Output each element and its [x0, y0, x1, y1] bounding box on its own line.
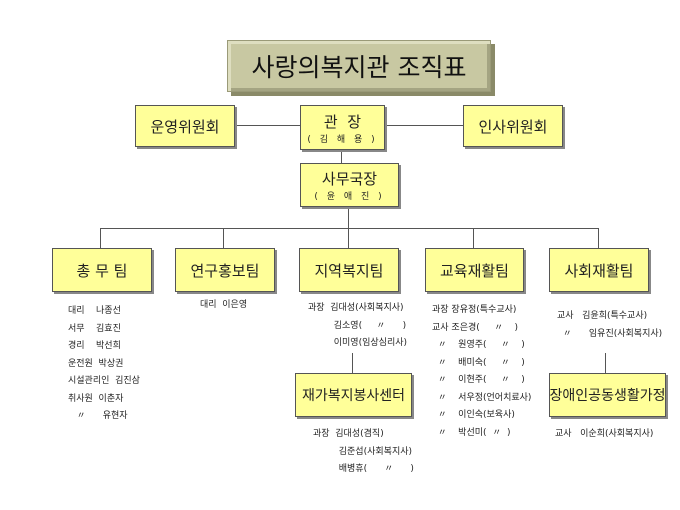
staff-item: 과장 장유정(특수교사)	[432, 305, 517, 315]
secretary-title: 사무국장	[321, 170, 378, 188]
staff-item: 교사 이순희(사회복지사)	[555, 429, 654, 439]
team-box-education-rehab: 교육재활팀	[425, 248, 524, 292]
personnel-committee-label: 인사위원회	[478, 117, 548, 136]
connector-line	[223, 228, 224, 248]
unit-label: 장애인공동생활가정	[549, 388, 666, 404]
staff-item: 〃 이현주( 〃 )	[432, 375, 525, 385]
team-label: 총 무 팀	[76, 261, 128, 280]
team-box-research-pr: 연구홍보팀	[175, 248, 275, 292]
staff-item: 대리 나종선	[68, 306, 121, 316]
personnel-committee-box: 인사위원회	[463, 105, 563, 147]
staff-list-home-care: 과장 김대성(겸직) 김준섭(사회복지사) 배병휴( 〃 )	[313, 426, 414, 479]
staff-item: 〃 배미숙( 〃 )	[432, 357, 525, 368]
operating-committee-box: 운영위원회	[135, 105, 235, 147]
staff-item: 시설관리인 김진삼	[68, 376, 140, 386]
staff-item: 이미영(임상심리사)	[308, 338, 408, 348]
staff-list-social: 교사 김윤희(특수교사) 〃 임유진(사회복지사)	[557, 308, 662, 343]
connector-line	[100, 228, 598, 229]
staff-item: 교사 조은경( 〃 )	[432, 322, 519, 333]
connector-line	[348, 205, 349, 228]
connector-line	[348, 228, 349, 248]
team-box-social-rehab: 사회재활팀	[549, 248, 649, 292]
secretary-name: ( 윤 애 진 )	[314, 192, 385, 202]
staff-item: 서무 김효진	[68, 323, 121, 334]
home-care-center-box: 재가복지봉사센터	[295, 373, 412, 417]
staff-list-community: 과장 김대성(사회복지사) 김소영( 〃 ) 이미영(임상심리사)	[308, 300, 407, 353]
team-box-general-affairs: 총 무 팀	[52, 248, 152, 292]
team-label: 지역복지팀	[314, 261, 384, 280]
chart-title: 사랑의복지관 조직표	[227, 40, 491, 92]
staff-item: 운전원 박상권	[68, 358, 124, 369]
staff-item: 〃 원영주( 〃 )	[432, 340, 525, 350]
staff-item: 대리 이은영	[200, 300, 248, 310]
team-box-community-welfare: 지역복지팀	[299, 248, 399, 292]
connector-line	[598, 228, 599, 248]
staff-item: 경리 박선희	[68, 341, 121, 351]
connector-line	[605, 353, 606, 373]
staff-item: 과장 김대성(겸직)	[313, 429, 384, 439]
team-label: 교육재활팀	[439, 261, 509, 280]
operating-committee-label: 운영위원회	[150, 117, 220, 136]
connector-line	[341, 148, 342, 163]
staff-item: 배병휴( 〃 )	[313, 464, 414, 474]
connector-line	[352, 353, 353, 373]
staff-item: 〃 임유진(사회복지사)	[557, 328, 663, 339]
secretary-general-box: 사무국장 ( 윤 애 진 )	[300, 163, 399, 207]
staff-item: 취사원 이춘자	[68, 393, 124, 404]
staff-item: 〃 서우정(언어치료사)	[432, 392, 532, 403]
connector-line	[473, 228, 474, 248]
director-name: ( 김 해 용 )	[307, 134, 378, 145]
connector-line	[100, 228, 101, 248]
staff-item: 김소영( 〃 )	[308, 320, 407, 331]
director-title: 관 장	[323, 112, 362, 131]
team-label: 연구홍보팀	[190, 261, 260, 280]
staff-item: 김준섭(사회복지사)	[313, 446, 413, 457]
staff-list-research: 대리 이은영	[200, 297, 247, 315]
staff-item: 교사 김윤희(특수교사)	[557, 311, 648, 321]
team-label: 사회재활팀	[564, 261, 634, 280]
unit-label: 재가복지봉사센터	[301, 388, 406, 404]
director-box: 관 장 ( 김 해 용 )	[300, 105, 385, 150]
staff-item: 〃 유현자	[68, 411, 128, 421]
group-home-box: 장애인공동생활가정	[549, 373, 666, 417]
staff-item: 〃 박선미( 〃 )	[432, 427, 511, 438]
staff-item: 〃 이인숙(보육사)	[432, 410, 515, 420]
staff-item: 과장 김대성(사회복지사)	[308, 303, 404, 313]
staff-list-group-home: 교사 이순희(사회복지사)	[555, 426, 653, 444]
staff-list-education: 과장 장유정(특수교사) 교사 조은경( 〃 ) 〃 원영주( 〃 ) 〃 배미숙…	[432, 302, 531, 442]
